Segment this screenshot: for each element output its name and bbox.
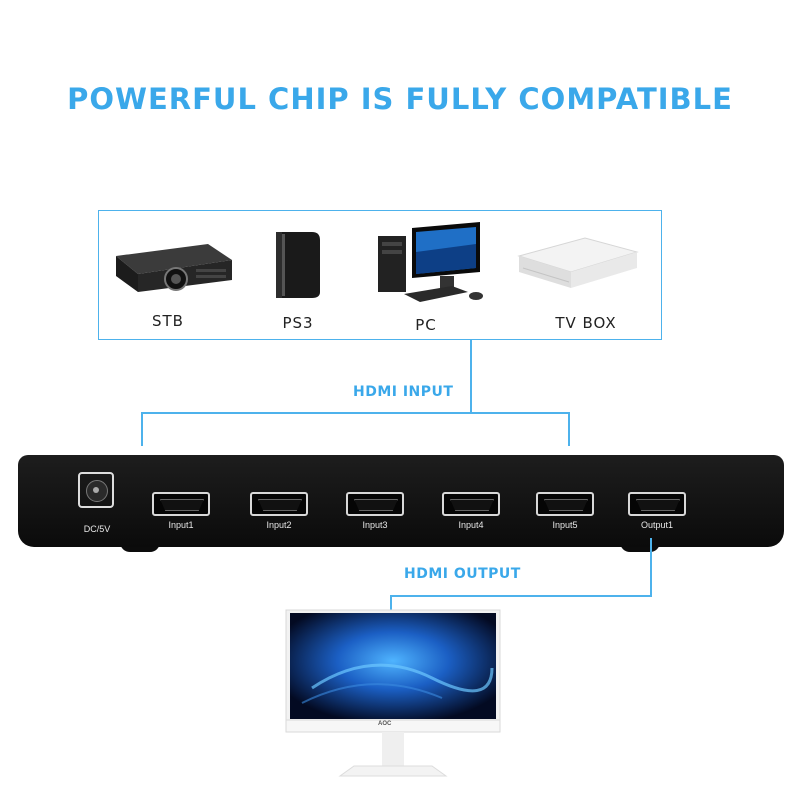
hdmi-port-input4[interactable]	[442, 492, 500, 516]
hdmi-output-label: HDMI OUTPUT	[404, 566, 521, 582]
dc-power-label: DC/5V	[83, 524, 111, 534]
desktop-pc-icon	[376, 222, 488, 304]
output-bracket-down	[390, 595, 392, 613]
device-label-pc: PC	[415, 316, 437, 334]
input-bracket-right	[568, 412, 570, 446]
dc-jack-pin	[93, 487, 99, 493]
device-label-tv-box: TV BOX	[555, 314, 617, 332]
output-connector-line	[650, 538, 652, 596]
monitor-icon	[282, 608, 504, 784]
headline: POWERFUL CHIP IS FULLY COMPATIBLE	[67, 82, 733, 116]
port-label-input3: Input3	[362, 520, 388, 530]
port-label-input4: Input4	[458, 520, 484, 530]
device-label-stb: STB	[152, 312, 184, 330]
tv-box-icon	[515, 232, 641, 296]
monitor-brand-logo: AOC	[378, 721, 392, 727]
port-label-input2: Input2	[266, 520, 292, 530]
projector-icon	[108, 236, 238, 296]
hdmi-port-output1[interactable]	[628, 492, 686, 516]
hdmi-port-input3[interactable]	[346, 492, 404, 516]
port-label-output1: Output1	[640, 520, 674, 530]
input-connector-line	[470, 340, 472, 412]
hdmi-port-input1[interactable]	[152, 492, 210, 516]
hdmi-input-label: HDMI INPUT	[353, 384, 454, 400]
input-devices-box	[98, 210, 662, 340]
port-label-input1: Input1	[168, 520, 194, 530]
input-bracket-line	[141, 412, 569, 414]
dc-power-jack	[78, 472, 114, 508]
game-console-icon	[268, 230, 324, 300]
hdmi-port-input2[interactable]	[250, 492, 308, 516]
device-label-ps3: PS3	[282, 314, 314, 332]
output-bracket-line	[390, 595, 652, 597]
input-bracket-left	[141, 412, 143, 446]
port-label-input5: Input5	[552, 520, 578, 530]
hdmi-port-input5[interactable]	[536, 492, 594, 516]
